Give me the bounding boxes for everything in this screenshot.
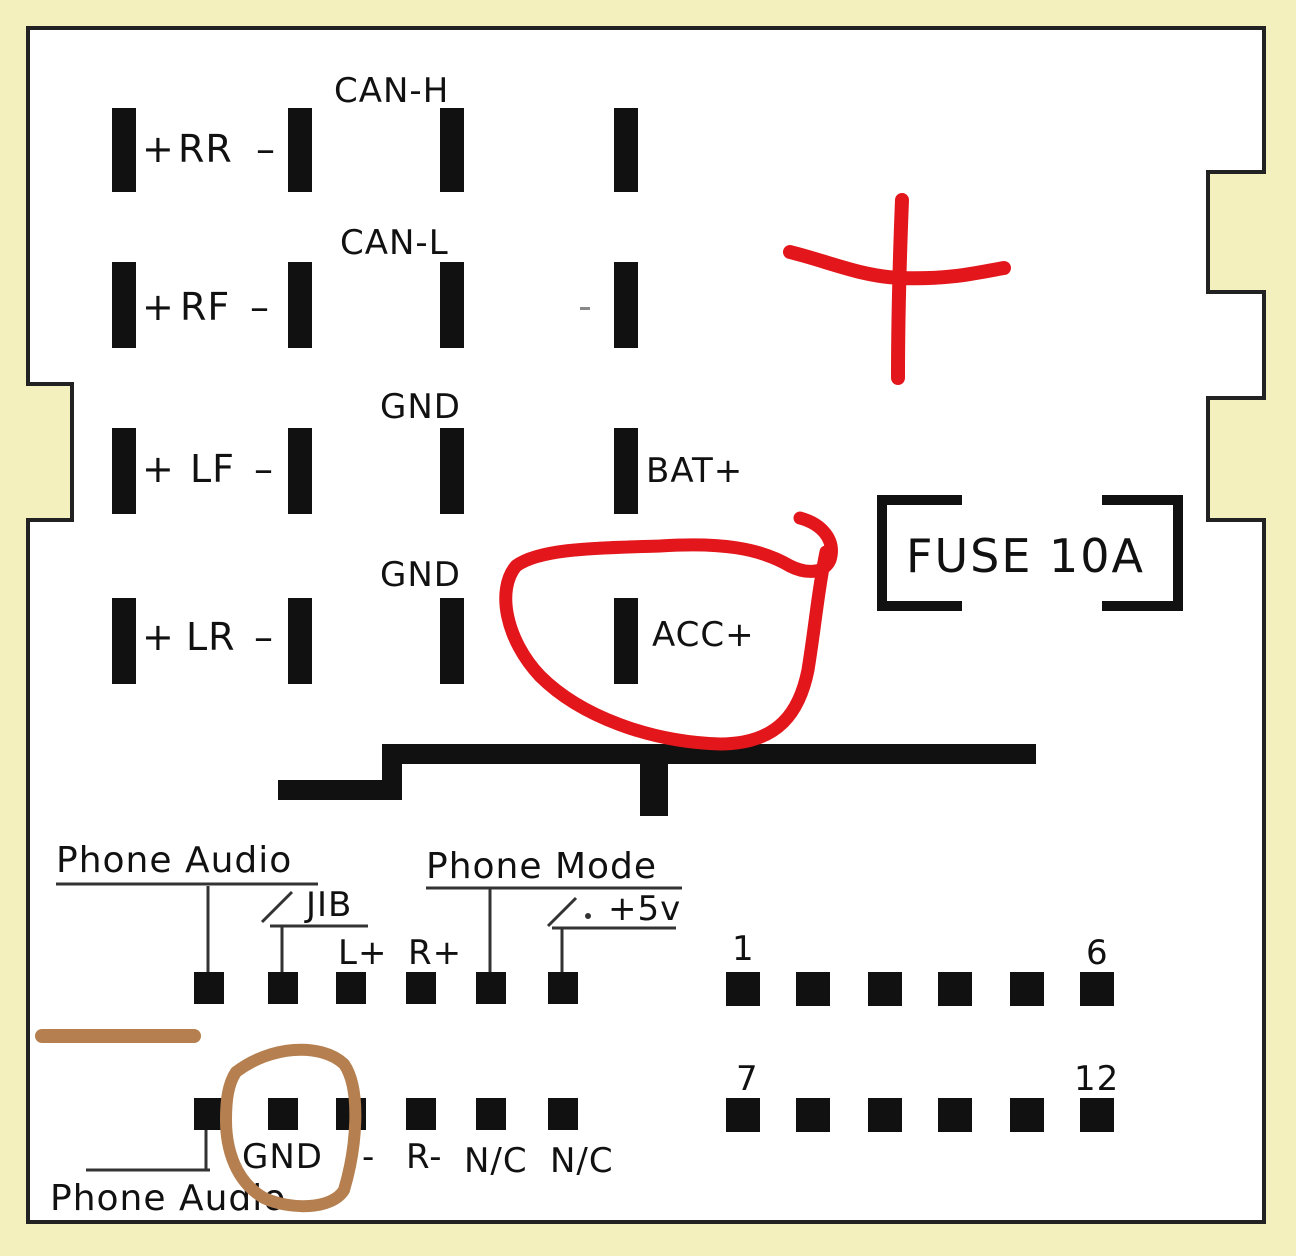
rf-minus-sign: – (250, 285, 270, 329)
lf-minus-sign: – (254, 447, 274, 491)
pin-gnd-1 (440, 428, 464, 514)
small-pin (726, 972, 760, 1006)
num-7-label: 7 (736, 1059, 759, 1099)
small-pin (1010, 1098, 1044, 1132)
plus5v-label: +5v (608, 889, 681, 929)
r-plus-label: R+ (408, 933, 462, 973)
small-pin (476, 972, 506, 1004)
small-pin (194, 1098, 224, 1130)
pin-gnd-2 (440, 598, 464, 684)
acc-plus-label: ACC+ (652, 615, 755, 655)
small-pin (1080, 972, 1114, 1006)
small-pin (938, 1098, 972, 1132)
lf-label: LF (190, 447, 235, 491)
key-divider (278, 744, 1036, 800)
upper-pins (112, 108, 638, 684)
lower-pins (194, 972, 1114, 1132)
small-pin (548, 972, 578, 1004)
red-cross-mark (783, 193, 1011, 385)
lr-plus-sign: + (142, 615, 175, 659)
rr-label: RR (178, 127, 233, 171)
lr-minus-sign: – (254, 615, 274, 659)
phone-mode-label: Phone Mode (426, 846, 657, 887)
num-12-label: 12 (1074, 1059, 1119, 1099)
small-pin (1010, 972, 1044, 1006)
num-1-label: 1 (732, 929, 755, 969)
small-pin (868, 1098, 902, 1132)
small-pin (406, 1098, 436, 1130)
can-l-label: CAN-L (340, 223, 449, 263)
small-pin (938, 972, 972, 1006)
jib-label: JIB (304, 885, 352, 925)
pin-lf-minus (288, 428, 312, 514)
pin-rf-minus (288, 262, 312, 348)
small-dash (580, 307, 590, 310)
rr-plus-sign: + (142, 127, 175, 171)
pin-acc-plus (614, 598, 638, 684)
pin-can-l (440, 262, 464, 348)
red-circle-mark (499, 511, 838, 751)
upper-labels: + RR – CAN-H + RF – CAN-L + LF – GND BAT… (142, 71, 755, 659)
can-h-label: CAN-H (334, 71, 449, 111)
lf-plus-sign: + (142, 447, 175, 491)
rf-label: RF (180, 285, 230, 329)
r-minus-label: R- (406, 1137, 443, 1177)
small-pin (476, 1098, 506, 1130)
gnd-label-2: GND (380, 555, 461, 595)
small-pin (268, 1098, 298, 1130)
small-pin (1080, 1098, 1114, 1132)
nc1-label: N/C (464, 1141, 528, 1181)
lr-label: LR (186, 615, 236, 659)
small-pin (796, 972, 830, 1006)
small-pin (726, 1098, 760, 1132)
pin-lr-plus (112, 598, 136, 684)
fuse-label: FUSE 10A (906, 529, 1145, 583)
small-pin (268, 972, 298, 1004)
nc2-label: N/C (550, 1141, 614, 1181)
rf-plus-sign: + (142, 285, 175, 329)
pin-lf-plus (112, 428, 136, 514)
gnd-bottom-label: GND (242, 1137, 323, 1177)
bat-plus-label: BAT+ (646, 451, 743, 491)
pin-bat-plus (614, 428, 638, 514)
lower-labels: Phone Audio Phone Mode JIB +5v L+ R+ 1 6… (50, 840, 1119, 1219)
lead-lines (204, 886, 564, 1170)
small-pin (406, 972, 436, 1004)
phone-audio-top-label: Phone Audio (56, 840, 292, 881)
connector-outline (26, 26, 1266, 1224)
num-6-label: 6 (1086, 933, 1109, 973)
brown-circle-mark (220, 1043, 362, 1213)
small-pin (336, 972, 366, 1004)
pin-rr-plus (112, 108, 136, 192)
small-pin (868, 972, 902, 1006)
small-pin (796, 1098, 830, 1132)
gnd-label-1: GND (380, 387, 461, 427)
pin-can-h (440, 108, 464, 192)
fuse-box: FUSE 10A (877, 495, 1183, 611)
pin-lr-minus (288, 598, 312, 684)
pin-rf-plus (112, 262, 136, 348)
l-minus-label: - (362, 1137, 375, 1177)
small-pin (548, 1098, 578, 1130)
small-pin (194, 972, 224, 1004)
l-plus-label: L+ (338, 933, 387, 973)
pin-row1-right (614, 108, 638, 192)
key-stub (640, 754, 668, 816)
rr-minus-sign: – (256, 127, 276, 171)
pin-rr-minus (288, 108, 312, 192)
pin-row2-right (614, 262, 638, 348)
